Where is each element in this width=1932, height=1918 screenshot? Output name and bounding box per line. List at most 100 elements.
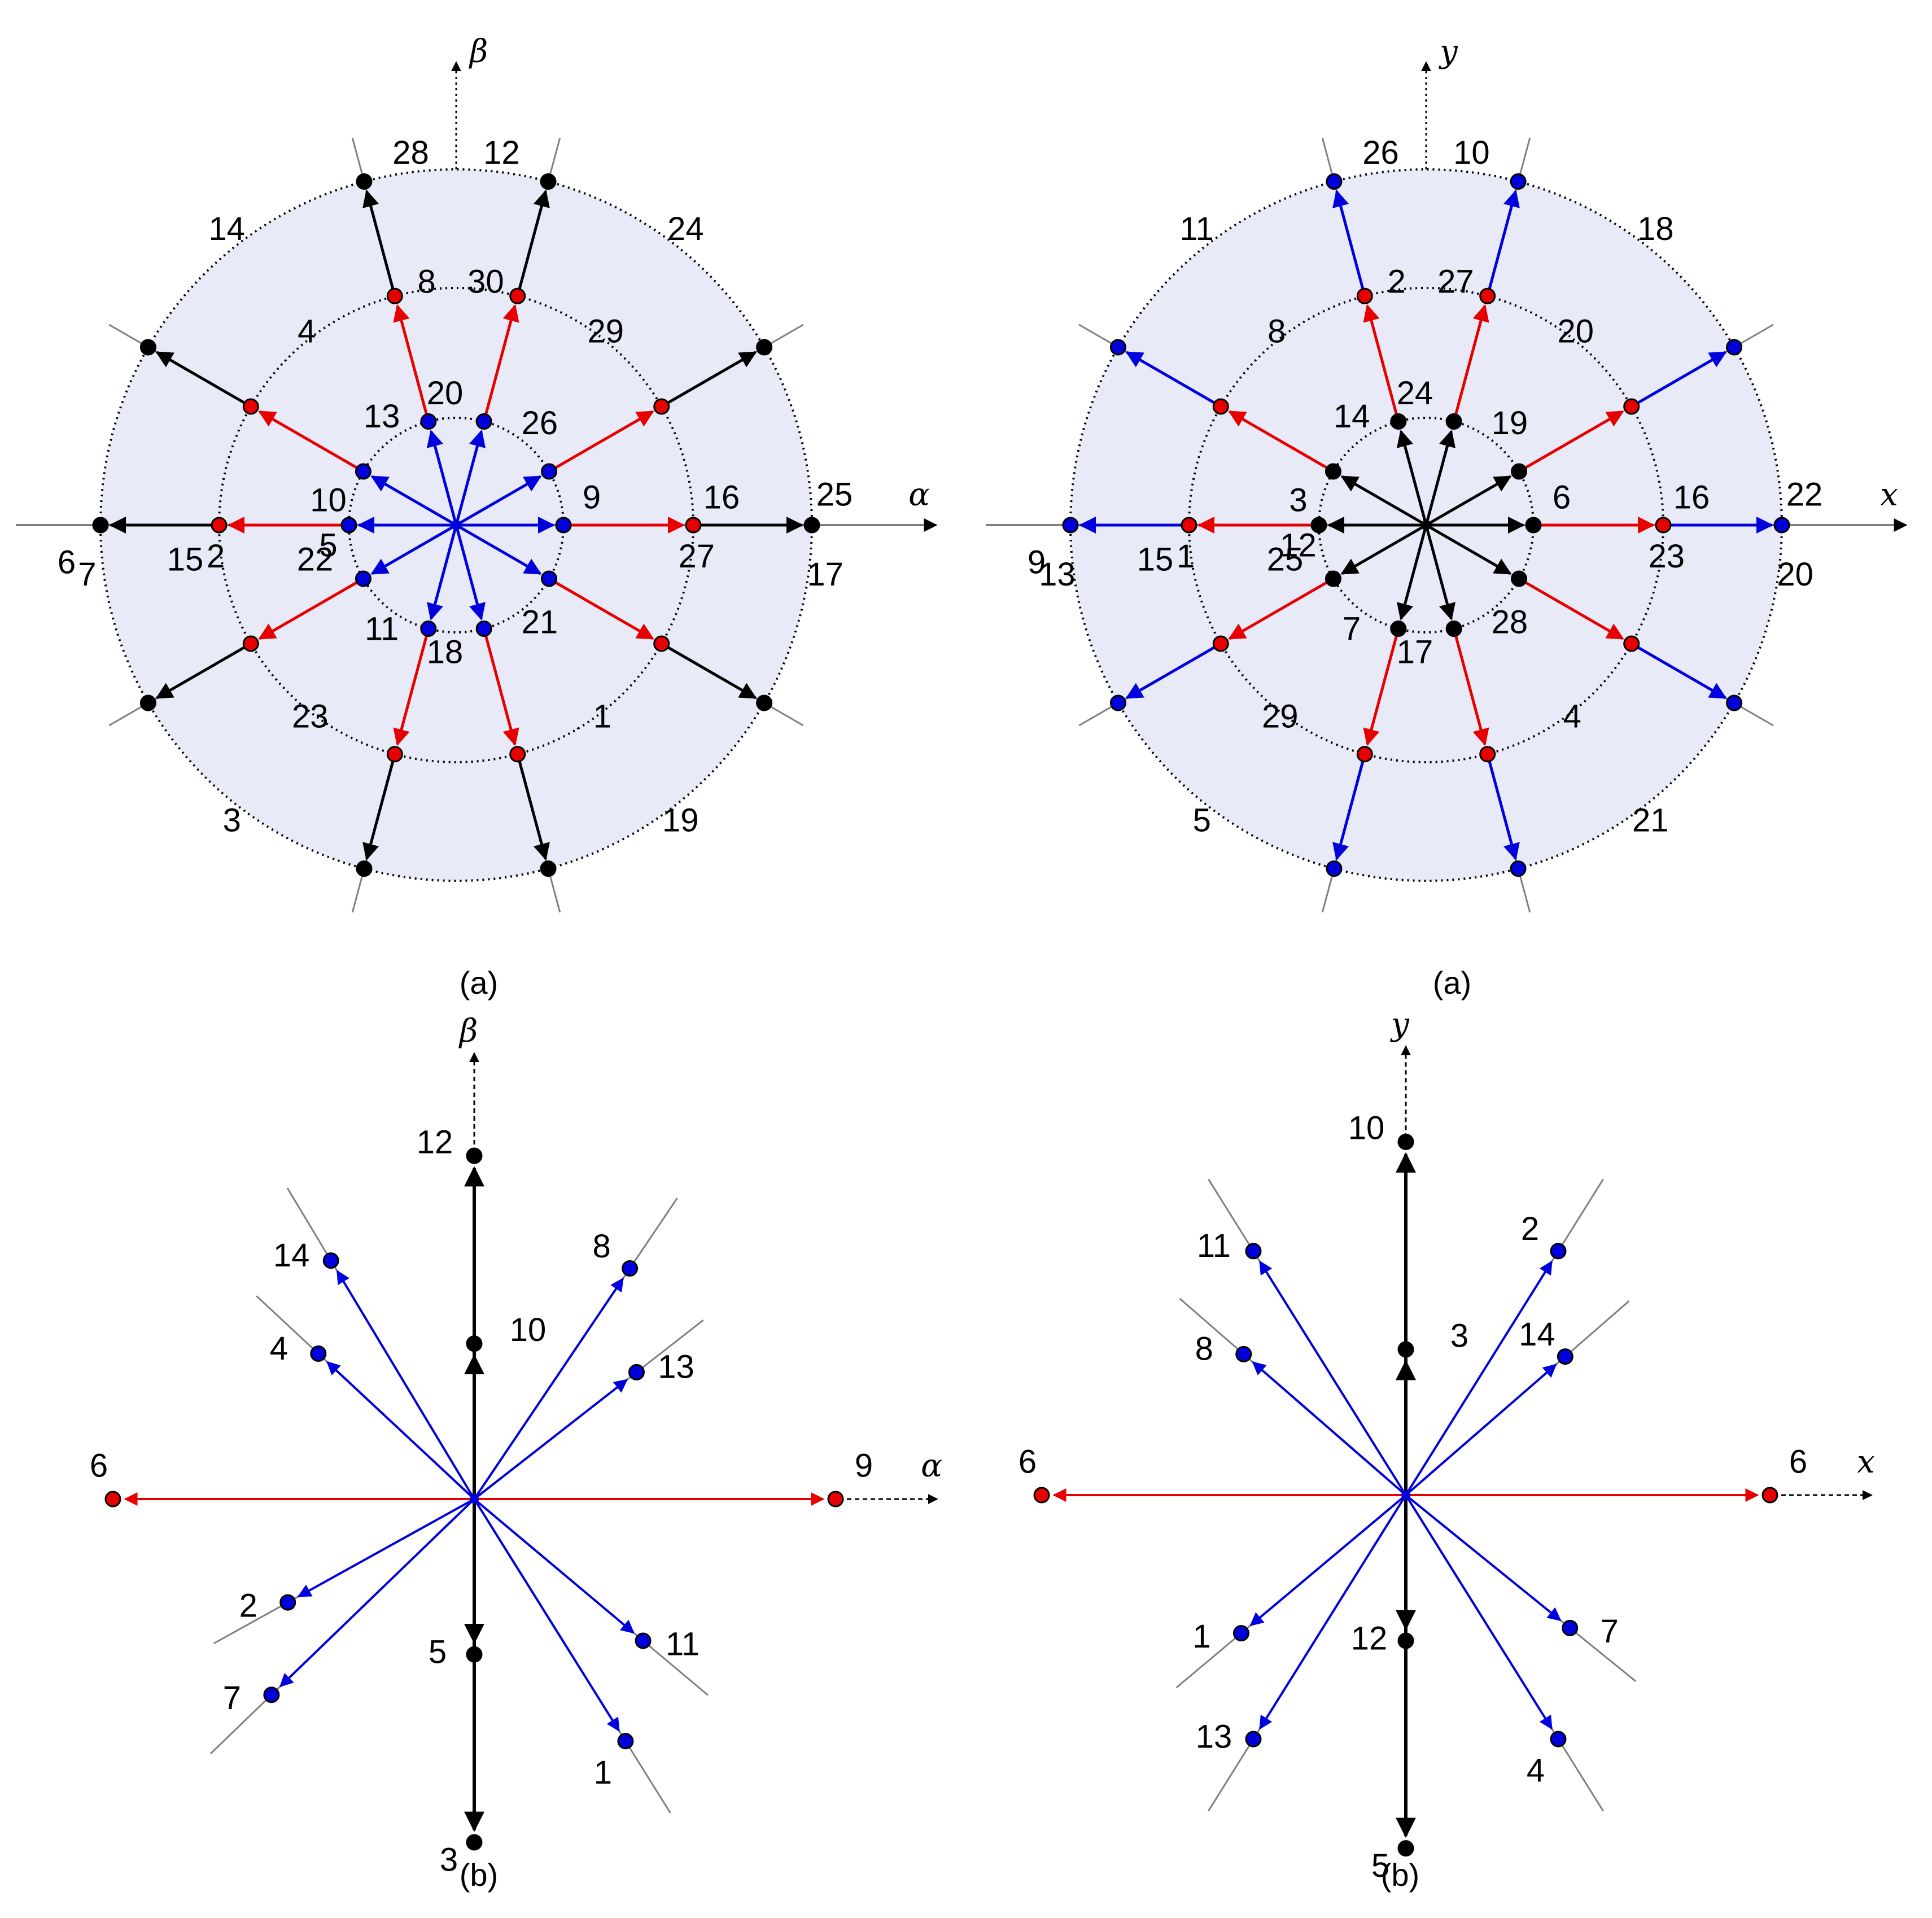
- vector-label-mid: 8: [417, 264, 435, 300]
- vector-label: 4: [270, 1330, 288, 1367]
- vector-label: 2: [1521, 1211, 1539, 1247]
- vector-label: 14: [1519, 1316, 1555, 1353]
- vector-label-inner: 21: [522, 604, 558, 641]
- vector-label-outer: 18: [1637, 211, 1674, 247]
- vector-arrow-outer: [155, 642, 252, 700]
- vector-arrow-mid: [1452, 628, 1489, 746]
- vector-label-mid: 23: [1649, 538, 1685, 575]
- caption-top-right: (a): [1433, 965, 1471, 1000]
- vector-endpoint: [466, 1335, 483, 1352]
- vector-arrow: [1258, 1260, 1407, 1496]
- vector-endpoint: [104, 1491, 121, 1508]
- vector-endpoint-inner: [1445, 621, 1462, 637]
- vector-label: 7: [1601, 1613, 1619, 1650]
- vector-endpoint: [279, 1594, 296, 1611]
- vector-label: 3: [1450, 1317, 1468, 1354]
- vector-endpoint: [466, 1834, 483, 1851]
- x-axis-label: x: [1880, 477, 1898, 513]
- vector-label-inner: 26: [522, 405, 558, 442]
- vector-endpoint-mid: [386, 287, 403, 304]
- vector-endpoint: [622, 1260, 639, 1277]
- vector-label-inner: 5: [319, 527, 337, 563]
- vector-endpoint-outer: [1326, 860, 1343, 877]
- vector-endpoint: [1550, 1731, 1567, 1747]
- vector-endpoint-inner: [1325, 463, 1341, 480]
- vector-label-outer: 10: [1453, 134, 1490, 171]
- vector-endpoint-outer: [356, 173, 373, 190]
- vector-endpoint-inner: [355, 570, 371, 587]
- vector-label: 9: [855, 1447, 873, 1484]
- vector-endpoint-outer: [356, 860, 373, 877]
- vector-arrow-outer: [1631, 351, 1727, 408]
- vector-label-inner: 14: [1334, 398, 1370, 435]
- vector-arrow-outer: [1332, 754, 1366, 861]
- vector-arrow-inner: [426, 525, 458, 621]
- vector-label: 8: [1195, 1331, 1213, 1367]
- vector-arrow: [297, 1498, 475, 1598]
- vector-arrow-mid: [1363, 304, 1400, 422]
- vector-label-inner: 11: [365, 611, 399, 648]
- vector-arrow-inner: [454, 525, 486, 621]
- vector-arrow-outer: [661, 642, 757, 700]
- vector-endpoint-outer: [1109, 339, 1126, 356]
- vector-arrow-mid: [258, 577, 364, 640]
- vector-label: 1: [594, 1754, 612, 1791]
- vector-label-outer: 12: [483, 134, 520, 171]
- vector-endpoint: [1235, 1345, 1252, 1362]
- vector-arrow-outer: [661, 351, 757, 408]
- vector-endpoint-mid: [1356, 287, 1373, 304]
- vector-label-mid: 16: [1673, 479, 1710, 515]
- vector-label-mid: 2: [207, 538, 225, 575]
- vector-endpoint-outer: [139, 339, 156, 356]
- vector-arrow-mid: [482, 628, 519, 746]
- vector-endpoint: [617, 1733, 634, 1750]
- vector-arrow-inner: [426, 429, 458, 526]
- vector-endpoint-mid: [509, 287, 526, 304]
- vector-endpoint-outer: [139, 694, 156, 711]
- vector-endpoint-inner: [1310, 517, 1327, 534]
- vector-label-inner: 17: [1397, 633, 1433, 670]
- vector-arrow-outer: [1125, 351, 1222, 408]
- vector-arrow-outer: [362, 754, 396, 861]
- vector-arrow-mid: [258, 410, 364, 473]
- vector-arrow: [279, 1498, 475, 1688]
- vector-endpoint-inner: [475, 413, 492, 430]
- vector-arrow: [1405, 1494, 1553, 1730]
- vector-label-mid: 29: [587, 313, 624, 349]
- vector-endpoint-outer: [1109, 694, 1126, 711]
- vector-label-outer: 17: [807, 556, 843, 593]
- vector-endpoint-inner: [1445, 413, 1462, 430]
- vector-label-mid: 27: [1437, 264, 1474, 300]
- y-axis-label: β: [458, 1013, 478, 1050]
- vector-label-inner: 13: [364, 398, 400, 435]
- vector-label: 5: [1371, 1847, 1389, 1884]
- vector-label: 11: [666, 1626, 700, 1662]
- vector-endpoint-mid: [1356, 746, 1373, 763]
- vector-label-inner: 24: [1397, 375, 1433, 412]
- vector-label: 2: [239, 1587, 257, 1624]
- vector-arrow-mid: [1452, 304, 1489, 422]
- vector-label-mid: 29: [1262, 698, 1299, 735]
- vector-arrow-inner: [1340, 475, 1427, 527]
- vector-arrow: [1258, 1494, 1407, 1730]
- vector-endpoint-outer: [1726, 339, 1743, 356]
- vector-endpoint-mid: [1212, 635, 1229, 652]
- vector-endpoint-mid: [1623, 635, 1640, 652]
- vector-arrow-mid: [1363, 628, 1400, 746]
- vector-endpoint-outer: [1510, 860, 1527, 877]
- vector-arrow: [1405, 1364, 1557, 1496]
- origin: [1421, 520, 1431, 530]
- vector-label: 3: [440, 1841, 458, 1878]
- vector-label-outer: 3: [223, 802, 241, 838]
- vector-arrow-inner: [1396, 525, 1428, 621]
- vector-label: 11: [1197, 1227, 1231, 1264]
- vector-label-outer: 13: [1039, 556, 1076, 593]
- vector-arrow-mid: [482, 304, 519, 422]
- vector-arrow-mid: [1228, 577, 1334, 640]
- vector-endpoint: [1397, 1632, 1414, 1649]
- vector-endpoint: [1562, 1619, 1579, 1636]
- vector-label: 6: [1789, 1443, 1807, 1480]
- vector-endpoint-outer: [803, 517, 820, 534]
